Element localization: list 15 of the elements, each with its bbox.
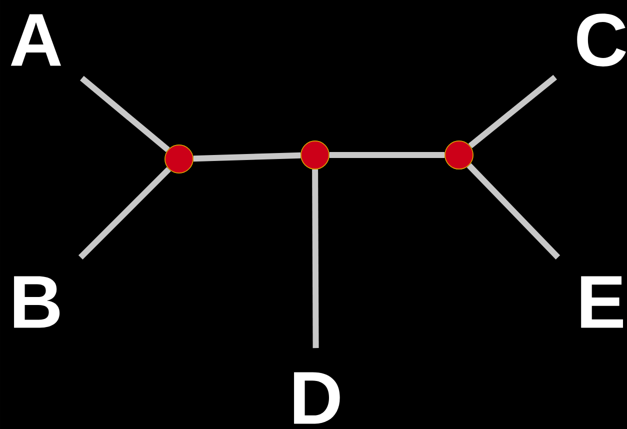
node-label: B: [14, 276, 60, 328]
junction-dot: [444, 140, 474, 170]
branch-line: [78, 167, 171, 260]
branch-line: [466, 163, 560, 260]
node-label: C: [577, 14, 626, 66]
branch-line: [193, 152, 301, 162]
node-label: D: [294, 372, 340, 424]
junction-dot: [300, 140, 330, 170]
branch-line: [312, 169, 319, 348]
branch-line: [329, 152, 445, 158]
node-label: A: [10, 14, 61, 66]
branch-line: [80, 76, 170, 152]
junction-dot: [164, 144, 194, 174]
node-label: E: [581, 276, 623, 328]
branch-line: [468, 74, 557, 148]
